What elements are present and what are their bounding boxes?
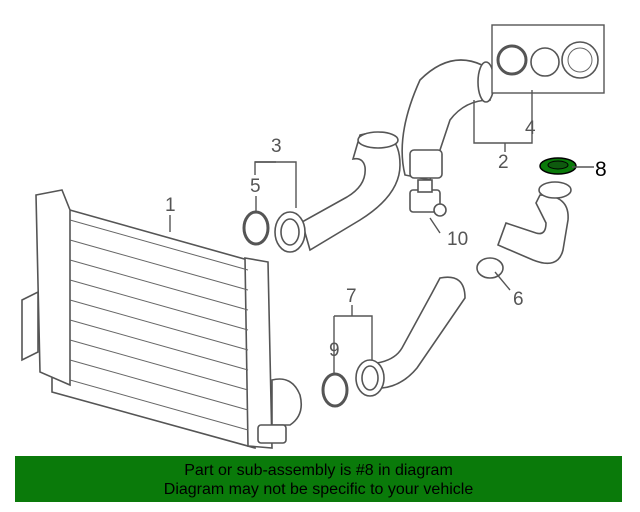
- o-ring-5: [242, 210, 270, 246]
- o-ring-9: [321, 372, 349, 408]
- callout-3: 3: [271, 136, 282, 157]
- callout-labels: 1 2 3 4 5 6 7 8 9 10: [165, 118, 607, 361]
- callout-1: 1: [165, 195, 176, 216]
- banner-line-1: Part or sub-assembly is #8 in diagram: [184, 462, 453, 479]
- center-duct: [401, 59, 495, 181]
- callout-7: 7: [346, 286, 357, 307]
- info-banner: Part or sub-assembly is #8 in diagram Di…: [15, 456, 622, 502]
- callout-10: 10: [447, 229, 468, 250]
- callout-4: 4: [525, 118, 536, 139]
- callout-8: 8: [595, 158, 607, 181]
- callout-6: 6: [513, 289, 524, 310]
- leader-lines: [169, 90, 594, 374]
- lower-hose: [355, 276, 466, 397]
- right-hose: [476, 181, 572, 279]
- banner-line-2: Diagram may not be specific to your vehi…: [163, 481, 474, 498]
- parts-diagram: 1 2 3 4 5 6 7 8 9 10: [21, 24, 607, 450]
- callout-5: 5: [250, 176, 261, 197]
- seal-kit: [491, 24, 605, 94]
- upper-hose-left: [274, 131, 401, 253]
- callout-2: 2: [498, 152, 509, 173]
- callout-9: 9: [329, 340, 340, 361]
- seal-8-highlighted: [539, 157, 577, 175]
- intercooler: [21, 189, 303, 450]
- sensor: [409, 179, 447, 217]
